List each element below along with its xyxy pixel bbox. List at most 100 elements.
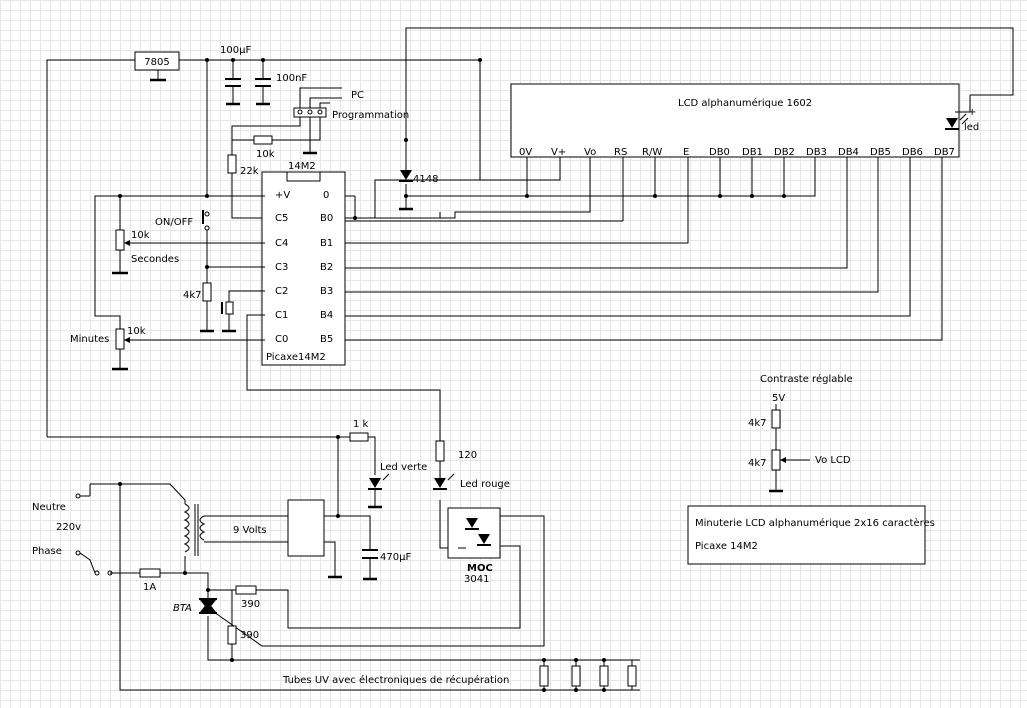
voltage-label: 220v	[56, 522, 81, 533]
mains-switch	[75, 493, 113, 576]
chip-pin-c3: C3	[275, 262, 288, 273]
lcd-pin-db6: DB6	[902, 147, 923, 158]
chip-pin-0: 0	[323, 190, 329, 201]
moc-name: MOC	[467, 563, 493, 574]
chip-right-wiring	[345, 27, 1014, 341]
fuse	[139, 568, 161, 578]
regulator-7805	[134, 51, 180, 71]
contrast-vo: Vo LCD	[815, 455, 851, 466]
led-green	[368, 473, 390, 490]
pot-seconds-value: 10k	[131, 230, 150, 241]
lcd-pin-vplus: V+	[551, 147, 566, 158]
bridge-rectifier	[287, 499, 325, 557]
lcd-title: LCD alphanumérique 1602	[678, 97, 812, 109]
regulator-label: 7805	[144, 57, 169, 68]
transformer-label: 9 Volts	[233, 525, 267, 536]
pot-minutes	[115, 328, 125, 350]
resistor-390b	[227, 625, 237, 645]
info-line1: Minuterie LCD alphanumérique 2x16 caract…	[695, 517, 935, 529]
resistor-4k7	[202, 282, 212, 302]
chip-pin-c0: C0	[275, 334, 288, 345]
cap-470uf-label: 470µF	[380, 552, 411, 563]
lcd-pin-rw: R/W	[642, 147, 662, 158]
resistor-22k	[227, 154, 237, 174]
led-green-label: Led verte	[380, 462, 427, 473]
fuse-label: 1A	[143, 582, 156, 593]
lcd-pin-db7: DB7	[934, 147, 955, 158]
lcd-module	[510, 83, 960, 158]
chip-pin-c4: C4	[275, 238, 288, 249]
capacitor-100nf	[255, 78, 271, 87]
resistor-390b-label: 390	[240, 630, 259, 641]
chip-pin-b0: B0	[320, 213, 333, 224]
resistor-4k7-label: 4k7	[183, 290, 202, 301]
lcd-pin-db3: DB3	[806, 147, 827, 158]
piezo-buzzer	[221, 301, 234, 315]
resistor-120-label: 120	[458, 450, 477, 461]
moc-number: 3041	[464, 574, 489, 585]
diode-4148	[399, 170, 413, 182]
resistor-120	[435, 440, 445, 462]
cap-100uf-label: 100µF	[220, 45, 251, 56]
triac-label: BTA	[173, 603, 192, 614]
capacitor-100uf	[225, 78, 241, 87]
lcd-pin-labels: 0V V+ Vo RS R/W E DB0 DB1 DB2 DB3 DB4 DB…	[519, 147, 955, 158]
lcd-pin-db0: DB0	[709, 147, 730, 158]
pot-minutes-wiper	[124, 337, 130, 343]
uv-tubes	[539, 658, 637, 692]
diode-label: 4148	[413, 174, 438, 185]
chip-pin-b1: B1	[320, 238, 333, 249]
led-red	[433, 473, 455, 490]
contrast-r2: 4k7	[748, 458, 767, 469]
lcd-pin-db5: DB5	[870, 147, 891, 158]
contrast-network	[769, 404, 810, 493]
backlight-led	[945, 95, 971, 130]
pot-seconds-label: Secondes	[131, 254, 179, 265]
chip-pin-b3: B3	[320, 286, 333, 297]
chip-pin-c2: C2	[275, 286, 288, 297]
neutral-label: Neutre	[32, 502, 66, 513]
picaxe-chip	[261, 171, 346, 366]
onoff-label: ON/OFF	[155, 217, 193, 228]
led-plus: +	[968, 107, 976, 118]
moc-optocoupler	[447, 507, 501, 559]
pc-label: PC	[351, 90, 364, 101]
lcd-pin-db1: DB1	[742, 147, 763, 158]
chip-pin-b2: B2	[320, 262, 333, 273]
contrast-r1: 4k7	[748, 418, 767, 429]
supply-wiring	[46, 58, 561, 437]
programming-label: Programmation	[332, 110, 409, 121]
lcd-pin-e: E	[683, 147, 689, 158]
programming-connector	[231, 87, 342, 155]
chip-pin-vplus: +V	[275, 190, 290, 201]
onoff-switch	[202, 210, 210, 231]
resistor-1k-label: 1 k	[353, 419, 369, 430]
transformer	[183, 503, 206, 556]
resistor-390a	[235, 585, 257, 595]
chip-pin-b5: B5	[320, 334, 333, 345]
contrast-5v: 5V	[772, 393, 785, 404]
pot-minutes-label: Minutes	[70, 334, 109, 345]
pot-seconds-wiper	[124, 240, 130, 246]
led-red-label: Led rouge	[460, 479, 510, 490]
lcd-pin-db4: DB4	[838, 147, 859, 158]
resistor-1k	[349, 432, 369, 442]
info-line2: Picaxe 14M2	[695, 541, 758, 552]
lcd-pin-0v: 0V	[519, 147, 532, 158]
capacitor-470uf	[362, 549, 378, 559]
lcd-pin-rs: RS	[614, 147, 627, 158]
lcd-pin-db2: DB2	[774, 147, 795, 158]
chip-pin-b4: B4	[320, 310, 333, 321]
backlight-label: led	[964, 122, 979, 133]
resistor-390a-label: 390	[241, 599, 260, 610]
pot-minutes-value: 10k	[127, 326, 146, 337]
chip-name: Picaxe14M2	[266, 352, 326, 363]
contrast-title: Contraste réglable	[760, 373, 853, 385]
chip-left-wiring	[94, 194, 441, 441]
chip-notch	[286, 171, 321, 182]
info-box	[687, 505, 926, 565]
triac-bta	[199, 598, 217, 614]
resistor-10k-label: 10k	[256, 149, 275, 160]
